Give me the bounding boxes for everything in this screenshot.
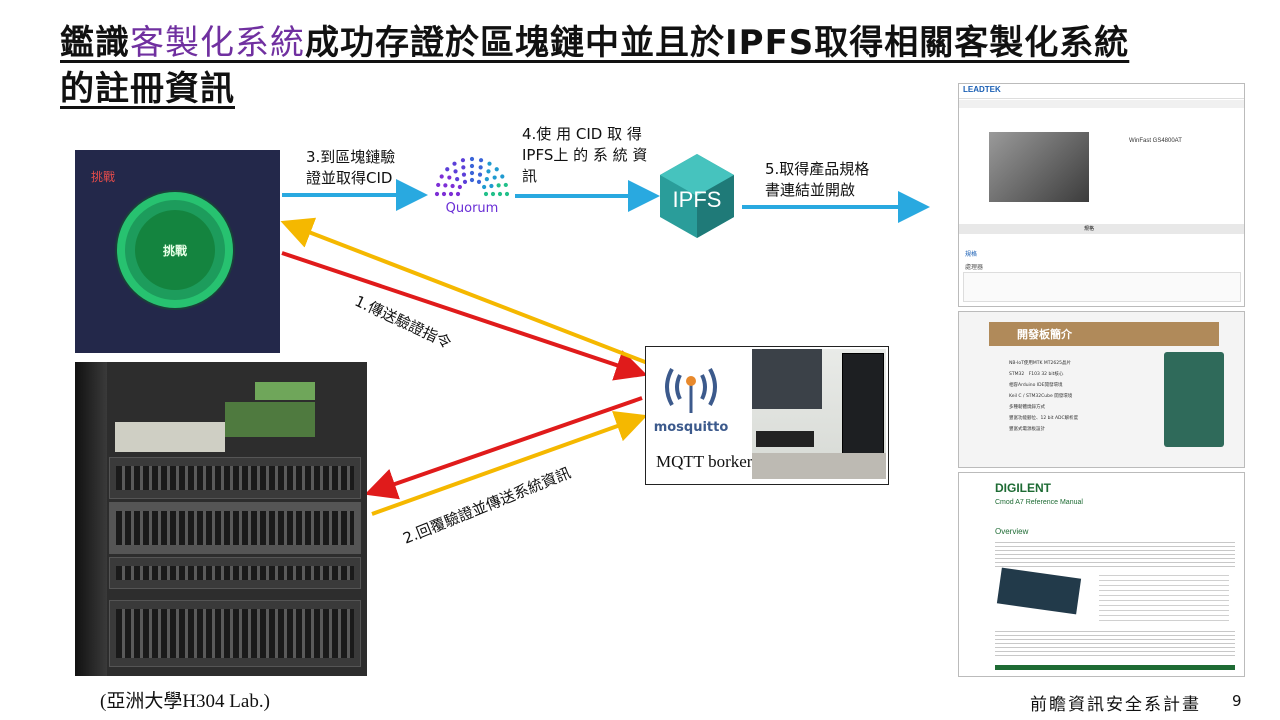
- quorum-dot: [469, 177, 475, 183]
- label-step5: 5.取得產品規格 書連結並開啟: [765, 160, 870, 199]
- quorum-dot: [489, 183, 494, 189]
- challenge-app-screen: 挑戰 挑戰: [75, 150, 280, 353]
- devboard-title: 開發板簡介: [1017, 328, 1072, 341]
- quorum-dot: [469, 163, 475, 169]
- quorum-dot: [492, 175, 497, 180]
- pc-workstation-photo: [752, 349, 886, 479]
- challenge-ring: 挑戰: [117, 192, 233, 308]
- leadtek-product-name: WinFast GS4800AT: [1129, 138, 1182, 144]
- quorum-logo: Quorum: [431, 146, 513, 223]
- quorum-dot: [503, 182, 508, 188]
- quorum-dot: [452, 161, 457, 166]
- ipfs-hexagon-icon: IPFS: [660, 154, 734, 238]
- leadtek-product-page: LEADTEK WinFast GS4800AT 規格 規格 處理器: [958, 83, 1245, 307]
- title-prefix: 鑑識: [60, 23, 130, 63]
- quorum-dot: [504, 191, 510, 197]
- quorum-dot: [483, 191, 489, 197]
- devboard-image: [1164, 352, 1224, 447]
- tab-spec[interactable]: 規格: [1084, 226, 1095, 232]
- quorum-dot: [448, 191, 454, 197]
- lab-caption: (亞洲大學H304 Lab.): [100, 691, 270, 712]
- ipfs-logo-text: IPFS: [673, 187, 722, 212]
- title-line1: 成功存證於區塊鏈中並且於IPFS取得相關客製化系統: [305, 23, 1130, 63]
- challenge-corner-label: 挑戰: [91, 170, 116, 184]
- arrow-step1-red: [281, 251, 648, 381]
- mqtt-broker-box: mosquitto MQTT borker: [645, 346, 889, 485]
- quorum-dot: [490, 191, 496, 197]
- quorum-dot: [462, 179, 468, 184]
- server-rack-photo: [75, 362, 367, 676]
- spec-heading: 規格: [965, 252, 978, 258]
- quorum-dot: [453, 169, 458, 174]
- mosquitto-antenna-icon: mosquitto: [654, 368, 729, 435]
- quorum-dot: [469, 170, 475, 176]
- quorum-dot: [486, 169, 491, 174]
- quorum-dot: [478, 158, 484, 163]
- quorum-dot: [443, 183, 448, 188]
- digilent-overview-heading: Overview: [995, 527, 1029, 536]
- quorum-dot: [477, 172, 483, 177]
- footer-project-name: 前瞻資訊安全系計畫: [1030, 695, 1201, 715]
- digilent-brand: DIGILENT: [995, 481, 1051, 495]
- digilent-doc-title: Cmod A7 Reference Manual: [995, 499, 1083, 506]
- digilent-manual-page: DIGILENT Cmod A7 Reference Manual Overvi…: [958, 472, 1245, 677]
- leadtek-brand: LEADTEK: [963, 85, 1001, 94]
- server-product-image: [989, 132, 1089, 202]
- devboard-feature-list: NB-IoT使用MTK MT2625晶片 STM32 F103 32 bit核心…: [1009, 361, 1079, 432]
- quorum-dot: [447, 175, 452, 180]
- arrow-red-return: [364, 396, 643, 500]
- quorum-logo-text: Quorum: [445, 201, 499, 216]
- slide-title: 鑑識客製化系統成功存證於區塊鏈中並且於IPFS取得相關客製化系統 的註冊資訊: [60, 20, 1260, 112]
- title-highlight: 客製化系統: [130, 23, 305, 63]
- quorum-dot: [455, 177, 460, 182]
- arrow-yellow-return: [280, 217, 659, 369]
- quorum-dot: [450, 183, 455, 189]
- quorum-dot: [461, 172, 467, 177]
- quorum-dot: [487, 161, 492, 166]
- page-number: 9: [1232, 692, 1242, 710]
- ipfs-logo: IPFS: [658, 152, 736, 240]
- quorum-dot: [436, 182, 441, 188]
- quorum-dot: [484, 177, 489, 182]
- quorum-dot: [457, 184, 462, 190]
- devboard-intro-slide: 開發板簡介 NB-IoT使用MTK MT2625晶片 STM32 F103 32…: [958, 311, 1245, 468]
- quorum-dot: [476, 179, 482, 184]
- quorum-dot: [494, 167, 499, 172]
- quorum-dot: [441, 191, 447, 197]
- quorum-dot: [500, 174, 505, 179]
- quorum-dot: [439, 174, 444, 179]
- quorum-dot: [496, 183, 501, 188]
- quorum-dot: [434, 191, 440, 197]
- quorum-dot: [461, 165, 466, 170]
- quorum-dot: [455, 191, 461, 197]
- arrow-step2-yellow: [371, 411, 648, 516]
- quorum-dot: [478, 165, 483, 170]
- quorum-dot: [460, 158, 466, 163]
- challenge-button[interactable]: 挑戰: [135, 210, 215, 290]
- mqtt-broker-label: MQTT borker: [656, 452, 753, 471]
- quorum-dot: [482, 184, 487, 190]
- label-step3: 3.到區塊鏈驗 證並取得CID: [306, 148, 396, 187]
- mosquitto-logo-text: mosquitto: [654, 420, 729, 435]
- quorum-dot: [497, 191, 503, 197]
- cmod-board-image: [996, 567, 1082, 615]
- quorum-dot: [445, 167, 450, 172]
- title-line2: 的註冊資訊: [60, 69, 235, 109]
- spec-subheading: 處理器: [965, 265, 984, 271]
- quorum-dot: [469, 156, 475, 162]
- label-step4: 4.使 用 CID 取 得 IPFS上 的 系 統 資 訊: [522, 125, 648, 185]
- mosquitto-logo: mosquitto: [650, 351, 732, 447]
- quorum-arc-icon: [434, 156, 510, 197]
